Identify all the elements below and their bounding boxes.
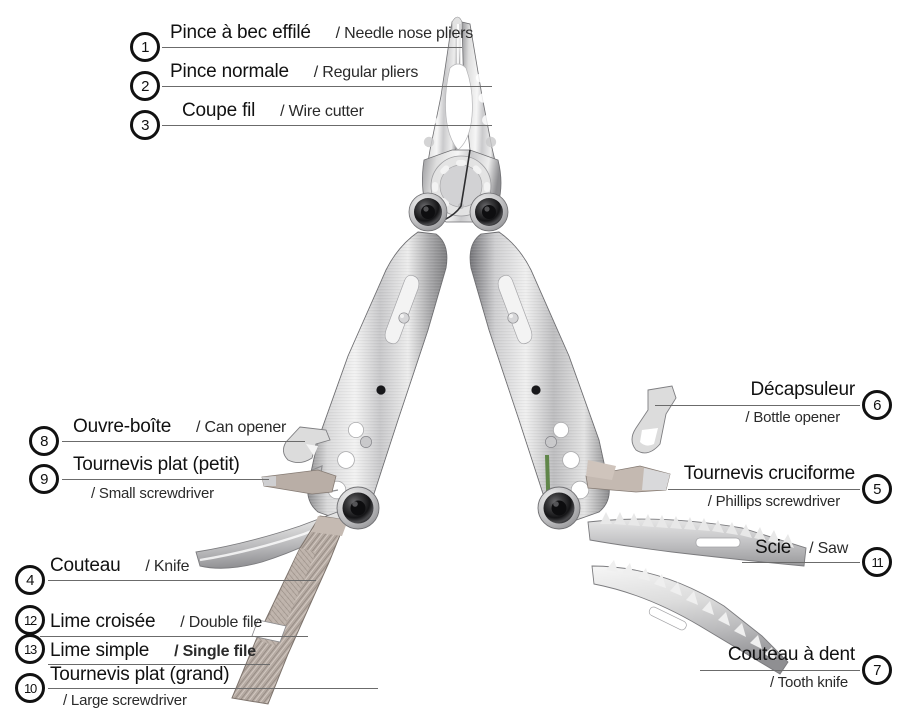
leader-line-11 <box>742 562 860 563</box>
callout-label-9-fr: Tournevis plat (petit) <box>73 454 240 475</box>
callout-label-7-en: / Tooth knife <box>769 674 848 691</box>
callout-label-4-en: / Knife <box>145 558 190 575</box>
callout-label-3-fr: Coupe fil <box>182 100 256 121</box>
leader-line-12 <box>40 636 308 637</box>
callout-number-8[interactable]: 8 <box>29 426 59 456</box>
callout-label-13-fr: Lime simple <box>50 640 150 661</box>
callout-label-8-en: / Can opener <box>196 419 287 436</box>
callout-number-10[interactable]: 10 <box>15 673 45 703</box>
callout-label-8-fr: Ouvre-boîte <box>73 416 172 437</box>
callout-label-12: Lime croisée / Double file <box>50 611 262 633</box>
callout-label-8: Ouvre-boîte / Can opener <box>73 416 286 438</box>
callout-label-4-fr: Couteau <box>50 555 121 576</box>
callout-label-1: Pince à bec effilé / Needle nose pliers <box>170 22 473 44</box>
callout-label-1-en: / Needle nose pliers <box>335 25 474 42</box>
callout-label-6-fr: Décapsuleur <box>750 379 856 400</box>
callout-label-7: Couteau à dent <box>640 644 855 666</box>
leader-line-4 <box>48 580 316 581</box>
callout-number-9[interactable]: 9 <box>29 464 59 494</box>
callout-label-12-fr: Lime croisée <box>50 611 156 632</box>
callout-label-11-fr: Scie <box>755 537 792 558</box>
callout-number-11[interactable]: 11 <box>862 547 892 577</box>
callout-label-13-en: / Single file <box>174 643 256 660</box>
callout-label-3: Coupe fil / Wire cutter <box>182 100 364 122</box>
callout-label-11-en: / Saw <box>809 540 849 557</box>
leader-line-10 <box>48 688 378 689</box>
callout-number-1[interactable]: 1 <box>130 32 160 62</box>
leader-line-9 <box>62 479 269 480</box>
callout-label-10-fr: Tournevis plat (grand) <box>50 664 230 685</box>
leader-line-6 <box>655 405 860 406</box>
callout-label-6: Décapsuleur <box>640 379 856 401</box>
leader-line-5 <box>668 489 860 490</box>
callout-label-9: Tournevis plat (petit) <box>73 454 240 476</box>
callout-label-13: Lime simple / Single file <box>50 640 256 662</box>
callout-label-10-en: / Large screwdriver <box>63 692 187 709</box>
callout-label-12-en: / Double file <box>180 614 263 631</box>
callout-label-7-fr: Couteau à dent <box>727 644 855 665</box>
leader-line-3 <box>162 125 492 126</box>
callout-number-7[interactable]: 7 <box>862 655 892 685</box>
callout-label-5-en: / Phillips screwdriver <box>707 493 841 510</box>
callout-label-10: Tournevis plat (grand) <box>50 664 230 686</box>
callout-label-6-en: / Bottle opener <box>745 409 840 426</box>
leader-line-7 <box>700 670 860 671</box>
callout-label-2-en: / Regular pliers <box>313 64 419 81</box>
callout-number-12[interactable]: 12 <box>15 605 45 635</box>
callout-label-3-en: / Wire cutter <box>280 103 364 120</box>
callout-label-1-fr: Pince à bec effilé <box>170 22 311 43</box>
callout-number-13[interactable]: 13 <box>15 634 45 664</box>
callout-label-2-fr: Pince normale <box>170 61 289 82</box>
callout-label-11: Scie / Saw <box>755 537 848 559</box>
callout-number-6[interactable]: 6 <box>862 390 892 420</box>
callout-number-3[interactable]: 3 <box>130 110 160 140</box>
callout-label-4: Couteau / Knife <box>50 555 190 577</box>
callout-label-2: Pince normale / Regular pliers <box>170 61 418 83</box>
leader-line-8 <box>62 441 305 442</box>
callout-number-5[interactable]: 5 <box>862 474 892 504</box>
leader-line-13 <box>48 664 270 665</box>
callout-label-9-en: / Small screwdriver <box>91 485 214 502</box>
leader-line-2 <box>162 86 492 87</box>
callout-number-4[interactable]: 4 <box>15 565 45 595</box>
callout-label-5-fr: Tournevis cruciforme <box>683 463 855 484</box>
callout-number-2[interactable]: 2 <box>130 71 160 101</box>
leader-line-1 <box>162 47 462 48</box>
callout-label-5: Tournevis cruciforme <box>640 463 855 485</box>
